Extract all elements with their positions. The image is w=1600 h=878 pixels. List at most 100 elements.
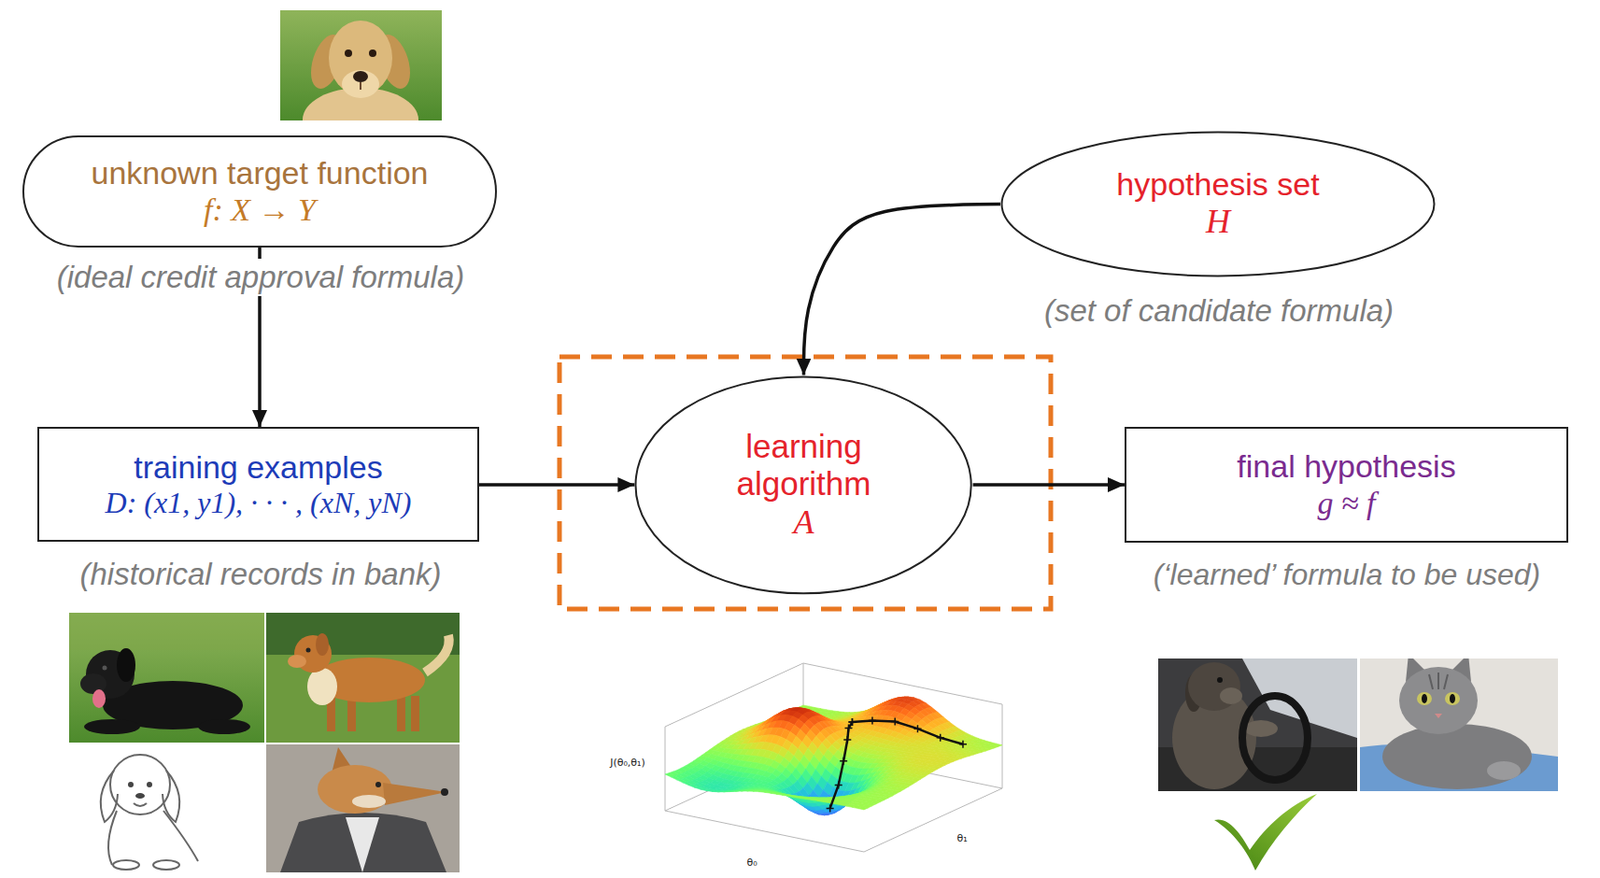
dog-in-suit-photo — [317, 764, 393, 814]
cat-photo — [1399, 666, 1478, 735]
cat-photo — [1429, 672, 1448, 690]
dog-sketch — [100, 754, 199, 870]
dog-photo — [69, 612, 265, 743]
dog-photo — [116, 648, 136, 682]
node-title: hypothesis set — [1116, 166, 1319, 203]
descent-step — [891, 717, 899, 725]
rect-outline — [38, 427, 479, 541]
cost-surface — [665, 696, 1003, 816]
plot-axis-line — [1002, 704, 1004, 789]
dog-photo — [344, 49, 353, 57]
plot-axis-line — [803, 663, 1003, 705]
descent-step — [843, 736, 851, 744]
dog-sketch — [163, 810, 199, 862]
rect-outline — [1125, 427, 1568, 542]
node-formula: f: X → Y — [90, 191, 428, 228]
dog-sketch — [135, 792, 145, 799]
dog-photo — [69, 612, 265, 651]
cat-photo — [1359, 658, 1558, 792]
stadium-outline — [22, 135, 497, 248]
dog-in-suit-photo — [375, 781, 382, 788]
dog-photo — [341, 70, 380, 99]
node-title: learning algorithm — [685, 427, 922, 504]
node-formula: D: (x1, y1), · · · , (xN, yN) — [105, 485, 412, 521]
node-title: training examples — [105, 449, 412, 486]
caption: (ideal credit approval formula) — [53, 258, 469, 297]
cat-photo — [1359, 658, 1558, 792]
cat-photo — [1434, 713, 1443, 719]
dog-photo — [266, 612, 460, 743]
plot-axis-line — [665, 810, 864, 852]
descent-track — [830, 722, 853, 808]
dog-photo — [102, 665, 108, 671]
cost-surface-plot — [665, 663, 1003, 852]
dog-photo — [353, 70, 369, 83]
cat-photo — [1416, 692, 1432, 706]
dog-photo — [266, 612, 460, 743]
target-function-box: unknown target functionf: X → Y — [22, 135, 497, 248]
node-text-group: hypothesis setH — [1116, 166, 1319, 241]
stadium-outline — [23, 136, 496, 247]
dog-driving-photo — [1244, 720, 1278, 737]
descent-track — [851, 720, 963, 744]
plot-axis-line — [665, 747, 804, 811]
dog-photo — [198, 719, 251, 735]
flow-arrow — [479, 482, 635, 487]
hypothesis-set-ellipse: hypothesis setH — [1000, 130, 1436, 278]
surface-patch — [858, 807, 869, 810]
dog-sketch — [113, 860, 140, 870]
descent-path — [826, 716, 967, 812]
dog-photo — [315, 633, 329, 656]
learning-algorithm-ellipse: learning algorithmA — [634, 375, 973, 595]
descent-step — [868, 716, 877, 724]
final-hypothesis-box: final hypothesisg ≈ f — [1124, 426, 1569, 543]
dog-sketch — [133, 803, 147, 807]
dog-photo — [280, 10, 442, 121]
node-formula: g ≈ f — [1236, 484, 1456, 522]
descent-step — [848, 718, 856, 726]
node-text-group: learning algorithmA — [685, 427, 922, 542]
dog-photo — [84, 719, 141, 735]
descent-step — [826, 804, 835, 812]
node-text-group: unknown target functionf: X → Y — [90, 155, 428, 228]
node-title: unknown target function — [90, 155, 428, 192]
dog-photo — [424, 635, 450, 673]
dog-sketch — [153, 860, 180, 870]
dog-sketch — [110, 754, 170, 815]
descent-step — [913, 724, 921, 733]
dog-photo — [69, 612, 265, 743]
dog-sketch — [69, 744, 265, 873]
dog-driving-photo — [1158, 658, 1358, 792]
descent-step — [848, 718, 856, 726]
cat-photo — [1444, 692, 1460, 706]
dog-in-suit-photo — [382, 782, 447, 806]
dog-in-suit-photo — [352, 794, 386, 808]
dog-driving-photo — [1219, 687, 1243, 705]
axis-label: J(θ₀,θ₁) — [606, 756, 650, 769]
flow-arrow — [803, 204, 1001, 376]
caption: (historical records in bank) — [76, 555, 446, 594]
dog-photo — [359, 82, 362, 90]
dog-sketch — [69, 744, 265, 873]
descent-step — [839, 757, 848, 765]
caption: (set of candidate formula) — [1040, 292, 1398, 330]
axis-label: θ₁ — [952, 832, 971, 845]
dog-in-suit-photo — [345, 817, 380, 873]
dog-photo — [306, 648, 312, 653]
dog-sketch — [127, 781, 134, 788]
dog-in-suit-photo — [266, 744, 460, 873]
algorithm-highlight-frame — [559, 356, 1051, 609]
dog-driving-photo — [1242, 695, 1308, 780]
cat-photo — [1486, 761, 1521, 780]
axis-label: θ₀ — [742, 856, 761, 869]
descent-step — [959, 740, 967, 749]
dog-driving-photo — [1217, 677, 1223, 683]
dog-photo — [368, 49, 377, 57]
ellipse-outline — [636, 376, 972, 594]
node-formula: A — [685, 503, 922, 542]
dog-in-suit-photo — [280, 812, 447, 873]
plot-axes — [665, 663, 1003, 852]
dog-photo — [328, 20, 393, 96]
cat-photo — [1421, 693, 1428, 704]
